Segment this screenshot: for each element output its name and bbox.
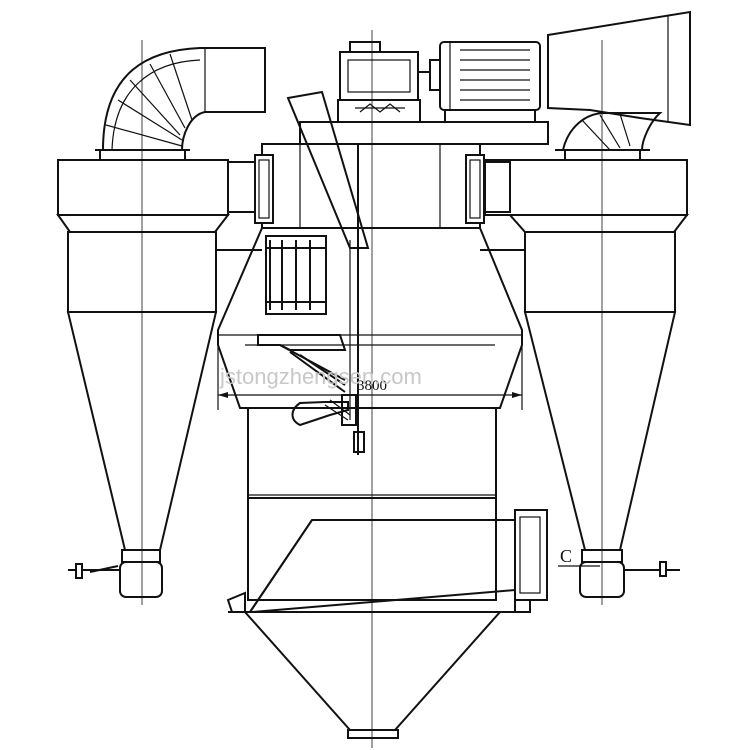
- left-body-shoulder: [56, 214, 231, 233]
- drive-motor: [429, 41, 541, 123]
- right-inlet-box: [484, 159, 688, 216]
- top-housing: [261, 143, 481, 229]
- dimension-3800: [217, 340, 523, 410]
- collector-duct: [248, 519, 516, 613]
- left-inlet-box: [57, 159, 229, 216]
- left-connection-flange: [254, 154, 274, 224]
- classifier-wheel: [265, 235, 327, 315]
- hopper-outlet: [347, 729, 399, 739]
- right-connection-flange: [465, 154, 485, 224]
- lower-housing: [247, 497, 497, 601]
- left-support-lug: [226, 591, 246, 613]
- motor-base: [444, 109, 536, 123]
- left-rotary-valve: [119, 561, 163, 598]
- dimension-label: 3800: [357, 378, 387, 394]
- right-cyclone: [480, 10, 691, 605]
- right-cylinder: [524, 231, 676, 313]
- right-valve-handle: [659, 561, 667, 577]
- gearbox: [337, 41, 430, 123]
- watermark: jstongzhengsen.com: [219, 364, 422, 389]
- left-cyclone: [56, 40, 266, 605]
- feed-chute: [286, 90, 370, 249]
- gearbox-housing: [339, 51, 419, 101]
- section-label: C: [560, 546, 572, 566]
- distribution-plate: [257, 334, 347, 351]
- right-elbow-duct: [562, 112, 663, 151]
- left-valve-flange: [121, 549, 161, 563]
- left-valve-handle: [75, 563, 83, 579]
- right-body-shoulder: [507, 214, 690, 233]
- central-separator: [217, 30, 549, 748]
- right-outlet-horn: [547, 10, 691, 127]
- impeller-blade: [291, 401, 349, 427]
- left-elbow-duct: [95, 47, 266, 160]
- bottom-hopper: [242, 611, 503, 731]
- motor-flange: [429, 59, 441, 91]
